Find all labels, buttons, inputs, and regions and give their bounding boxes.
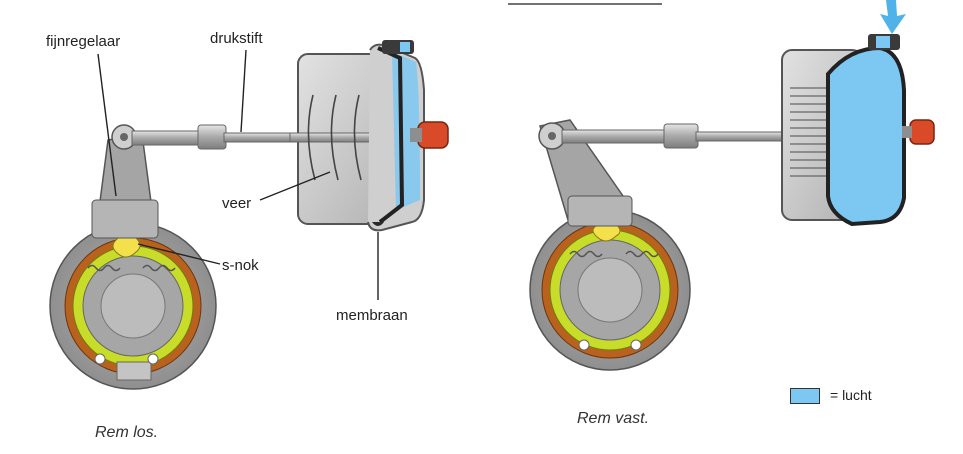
label-membraan: membraan: [336, 307, 408, 324]
leader-lines-left: [97, 49, 379, 300]
brake-released-assembly: [49, 40, 449, 390]
brake-drum-left: [49, 222, 217, 390]
caption-released: Rem los.: [95, 424, 159, 441]
label-s-nok: s-nok: [222, 257, 259, 274]
legend-text: = lucht: [830, 387, 872, 403]
label-drukstift: drukstift: [210, 30, 263, 47]
push-rod-right: [561, 123, 787, 149]
air-chamber-right: [826, 45, 906, 227]
label-fijnregelaar: fijnregelaar: [46, 33, 121, 50]
brake-applied-assembly: [508, 0, 935, 371]
push-rod-left: [131, 124, 305, 150]
caption-applied: Rem vast.: [577, 410, 650, 427]
label-veer: veer: [222, 195, 252, 212]
legend-air-swatch: [790, 388, 820, 404]
spring-compressed: [790, 87, 830, 177]
air-inflow-arrow-icon: [880, 0, 906, 34]
brake-chamber-left: [289, 40, 449, 232]
brake-drum-right: [529, 209, 691, 371]
brake-chamber-right: [781, 34, 935, 227]
